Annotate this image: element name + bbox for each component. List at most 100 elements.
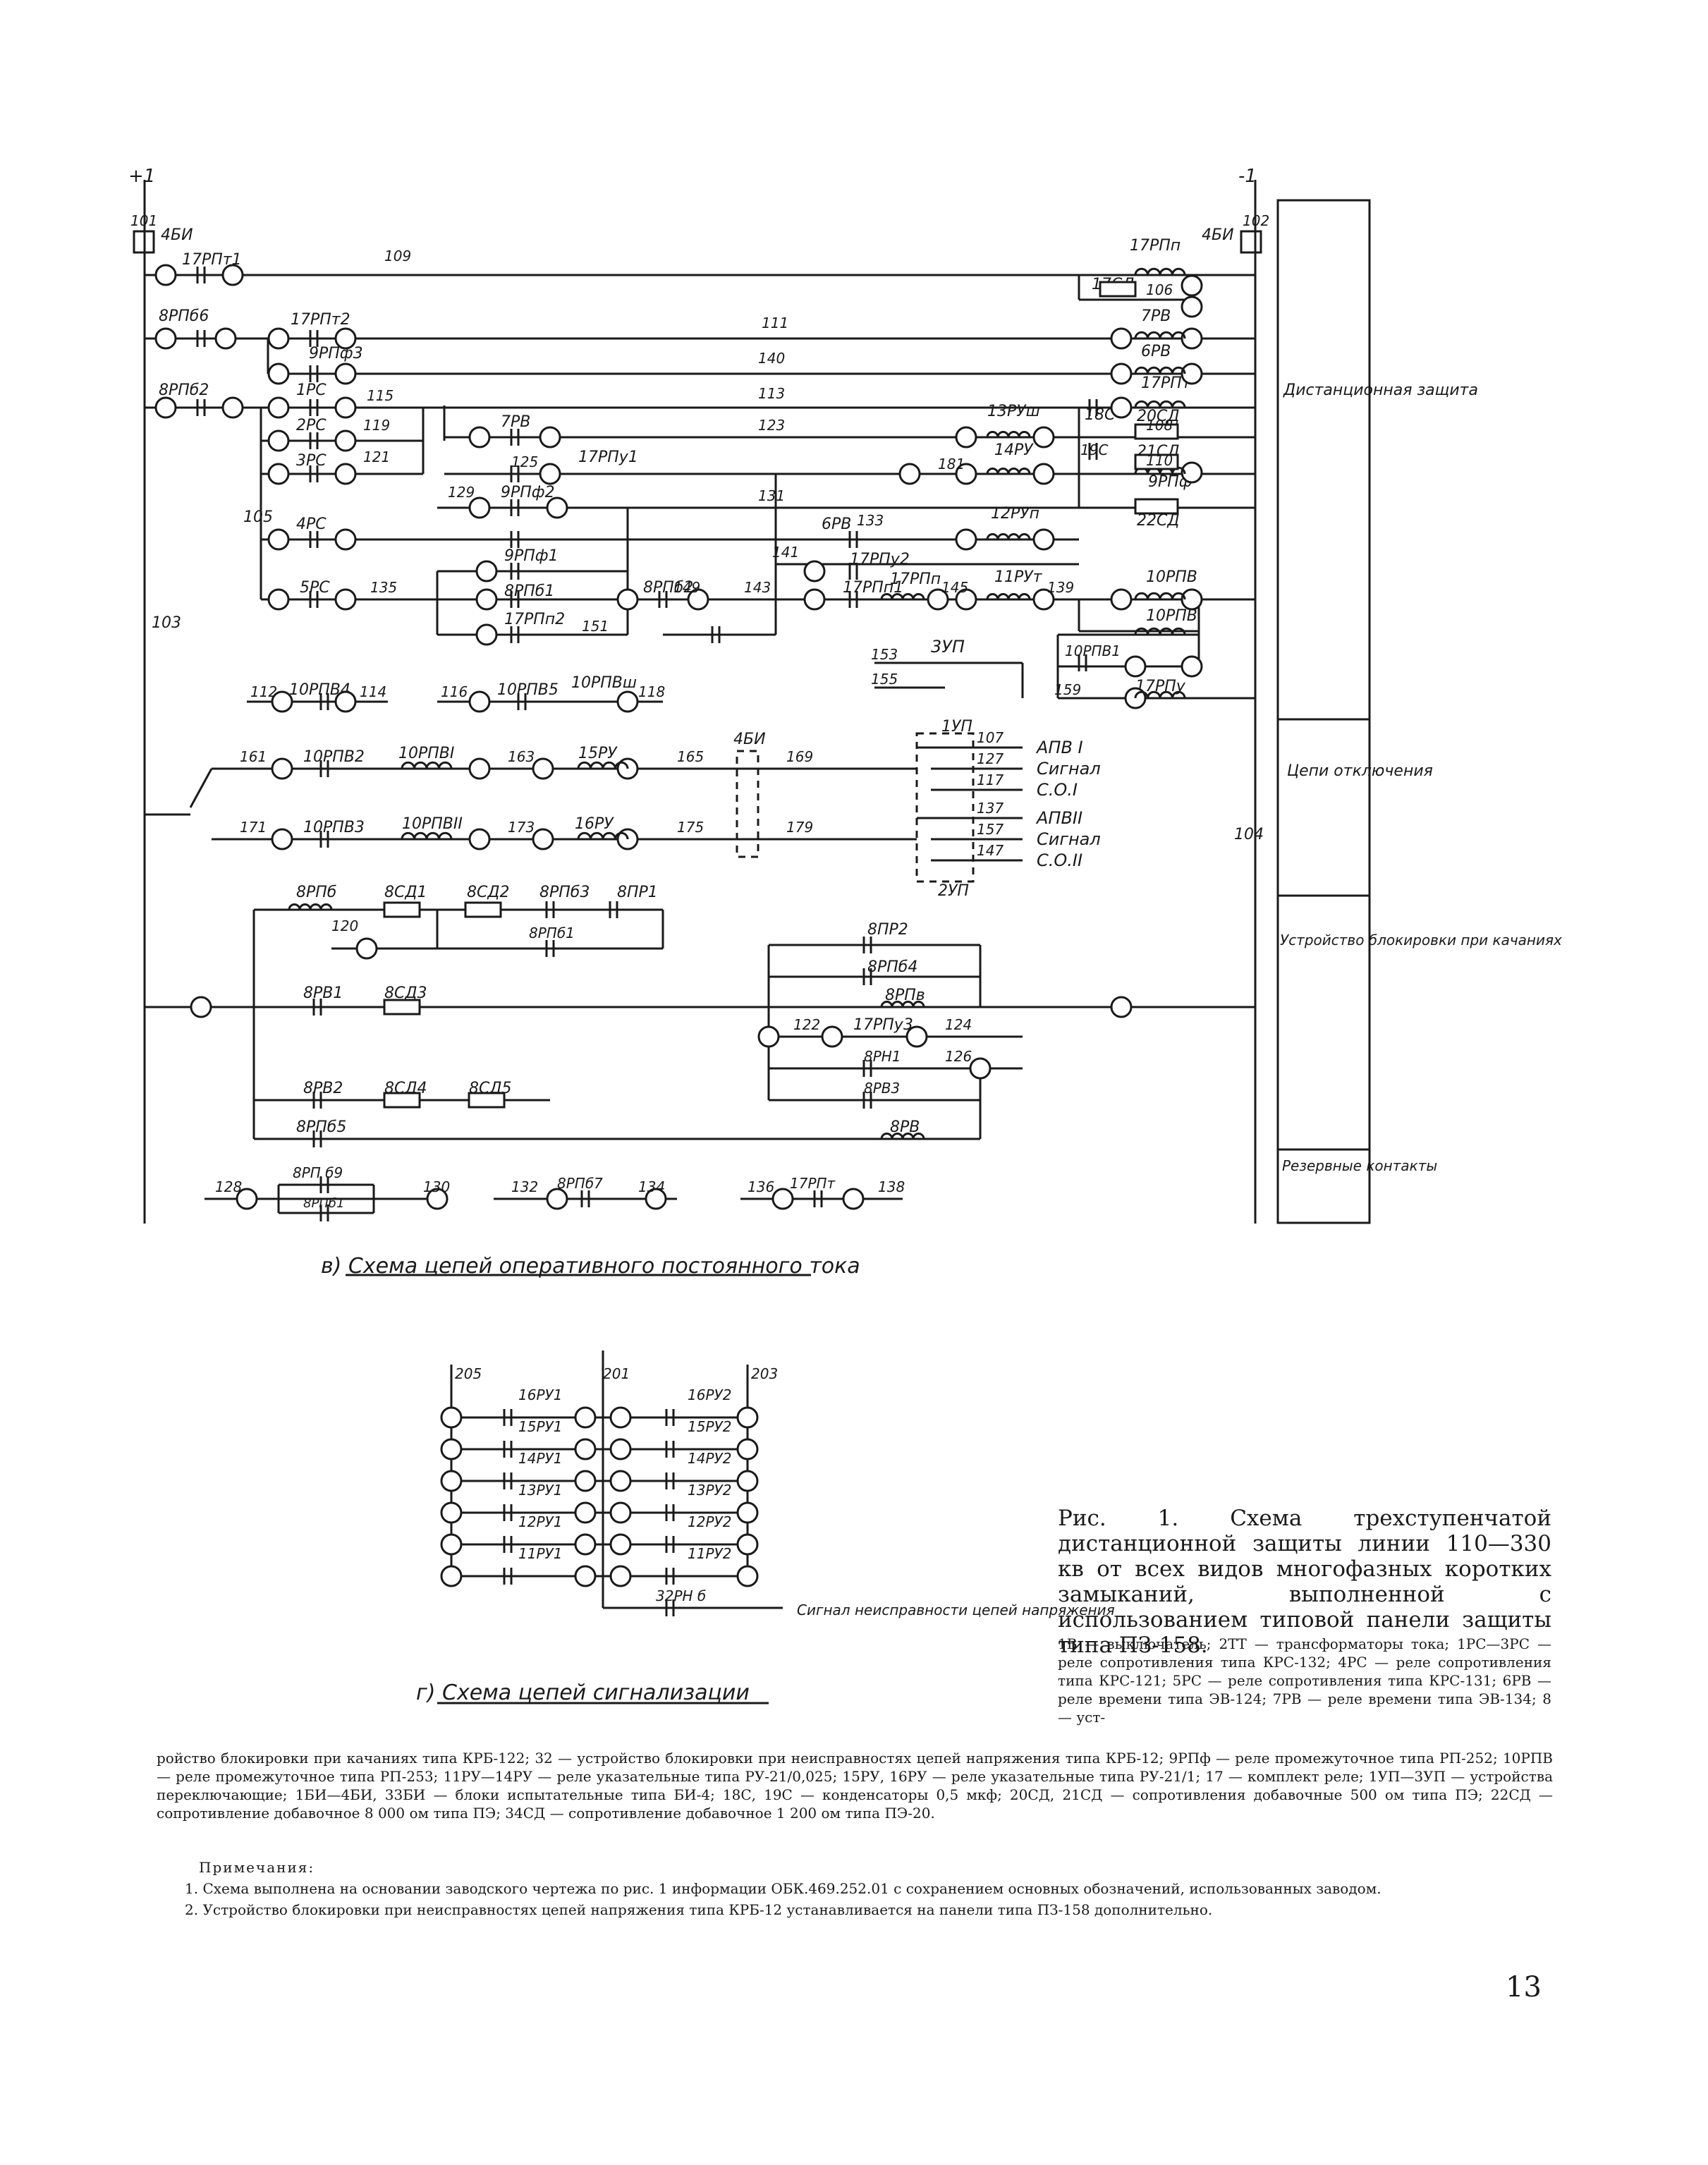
wire-number-label: 145	[941, 579, 968, 596]
label-10rpv3-b: 10РПВ3	[303, 819, 365, 836]
wire-number-label: 138	[878, 1178, 905, 1195]
label-17rpp2: 17РПп2	[504, 611, 565, 628]
relay-coil	[1134, 267, 1186, 276]
label-13ru2: 13РУ2	[688, 1482, 731, 1499]
terminal-node	[271, 757, 293, 780]
terminal-node	[969, 1057, 992, 1080]
wire-number-label: 134	[638, 1178, 665, 1195]
terminal-node	[440, 1406, 463, 1429]
wire-number-label: 151	[582, 618, 609, 635]
side-panel-box	[1276, 199, 1371, 1224]
label-8sd2: 8СД2	[467, 884, 510, 901]
terminal-node	[355, 937, 378, 960]
title-signal-scheme: г) Схема цепей сигнализации	[416, 1681, 750, 1705]
terminal-node	[905, 1025, 928, 1048]
relay-coil	[986, 593, 1031, 600]
wire-number-label: 147	[977, 842, 1004, 859]
label-apv1: АПВ I	[1035, 738, 1083, 757]
label-8rpb6: 8РПб6	[159, 307, 209, 325]
terminal-node	[574, 1565, 597, 1587]
wire-number-label: 126	[945, 1048, 972, 1065]
label-15ru1: 15РУ1	[518, 1418, 562, 1435]
terminal-node	[955, 426, 977, 449]
relay-coil	[1134, 331, 1186, 339]
terminal-node	[267, 528, 290, 551]
terminal-node	[1032, 588, 1055, 611]
terminal-node	[1110, 362, 1133, 385]
label-8rpb7: 8РПб7	[557, 1175, 603, 1192]
label-co1: С.О.I	[1037, 780, 1078, 800]
wire-number-label: 122	[793, 1016, 820, 1033]
label-9rpf3: 9РПф3	[309, 345, 363, 362]
terminal-node	[609, 1533, 632, 1556]
terminal-node	[1110, 327, 1133, 350]
label-17rpp: 17РПп	[1130, 237, 1181, 255]
wire-number-label: 141	[772, 544, 799, 561]
relay-coil	[401, 831, 453, 840]
relay-coil	[1134, 400, 1186, 408]
terminal-node	[1181, 461, 1203, 484]
terminal-node	[955, 588, 977, 611]
terminal-node	[214, 327, 237, 350]
terminal-node	[546, 496, 568, 519]
terminal-node	[546, 1188, 568, 1210]
label-14ru2: 14РУ2	[688, 1450, 731, 1467]
terminal-node	[609, 1406, 632, 1429]
label-10rpv: 10РПВ	[1146, 568, 1197, 586]
label-16ru1: 16РУ1	[518, 1386, 562, 1403]
terminal-node	[468, 496, 491, 519]
resistor	[1099, 281, 1137, 298]
terminal-node	[334, 588, 357, 611]
terminal-node	[736, 1501, 759, 1524]
wire-number-label: 123	[758, 417, 785, 434]
label-11ru: 11РУт	[994, 568, 1043, 586]
label-17rpp-b: 17РПп	[890, 571, 941, 588]
wire-101-label: 101	[130, 212, 157, 229]
relay-coil	[288, 903, 333, 910]
label-8sd1: 8СД1	[384, 884, 427, 901]
wire-number-label: 205	[455, 1365, 482, 1382]
terminal-node	[334, 362, 357, 385]
label-4bi: 4БИ	[161, 226, 193, 244]
label-8rpb1-b: 8РПб1	[529, 925, 575, 941]
relay-coil	[1134, 366, 1186, 374]
label-signal1: Сигнал	[1037, 759, 1101, 779]
label-17rpu1: 17РПу1	[578, 449, 638, 466]
label-15ru2: 15РУ2	[688, 1418, 731, 1435]
wire-number-label: 109	[384, 248, 411, 264]
wire-number-label: 119	[363, 417, 390, 434]
wire-number-label: 181	[938, 456, 965, 472]
wire-number-label: 137	[977, 800, 1004, 817]
resistor	[383, 1092, 421, 1109]
notes-heading: Примечания:	[199, 1859, 315, 1876]
legend-continued: ройство блокировки при качаниях типа КРБ…	[157, 1750, 1553, 1822]
label-8rpb4: 8РПб4	[867, 958, 917, 976]
figure-caption: Рис. 1. Схема трехступенчатой дистанцион…	[1058, 1506, 1551, 1658]
label-17rpt2: 17РПт2	[291, 311, 350, 329]
terminal-node	[1032, 463, 1055, 485]
terminal-node	[1032, 528, 1055, 551]
terminal-node	[334, 528, 357, 551]
title-dc-scheme: в) Схема цепей оперативного постоянного …	[321, 1254, 860, 1279]
terminal-node	[236, 1188, 258, 1210]
rail-plus-label: +1	[128, 166, 155, 187]
wire-number-label: 110	[1146, 452, 1173, 469]
terminal-node	[334, 463, 357, 485]
label-8rpb3: 8РПб3	[539, 884, 590, 901]
terminal-node	[736, 1470, 759, 1492]
wire-number-label: 157	[977, 821, 1004, 838]
wire-number-label: 133	[857, 512, 884, 529]
label-2up: 2УП	[938, 882, 969, 900]
wire-number-label: 201	[603, 1365, 630, 1382]
note-1: 1. Схема выполнена на основании заводско…	[185, 1880, 1381, 1897]
terminal-node	[757, 1025, 780, 1048]
terminal-node	[468, 828, 491, 850]
label-4bi-right: 4БИ	[1202, 226, 1234, 244]
label-8rpb: 8РПб	[296, 884, 336, 901]
label-8rpb2-b: 8РПб2	[643, 579, 693, 597]
wire-number-label: 108	[1146, 417, 1173, 434]
wire-number-label: 132	[511, 1178, 538, 1195]
label-11ru2: 11РУ2	[688, 1545, 731, 1562]
terminal-node	[1032, 426, 1055, 449]
terminal-node	[736, 1565, 759, 1587]
